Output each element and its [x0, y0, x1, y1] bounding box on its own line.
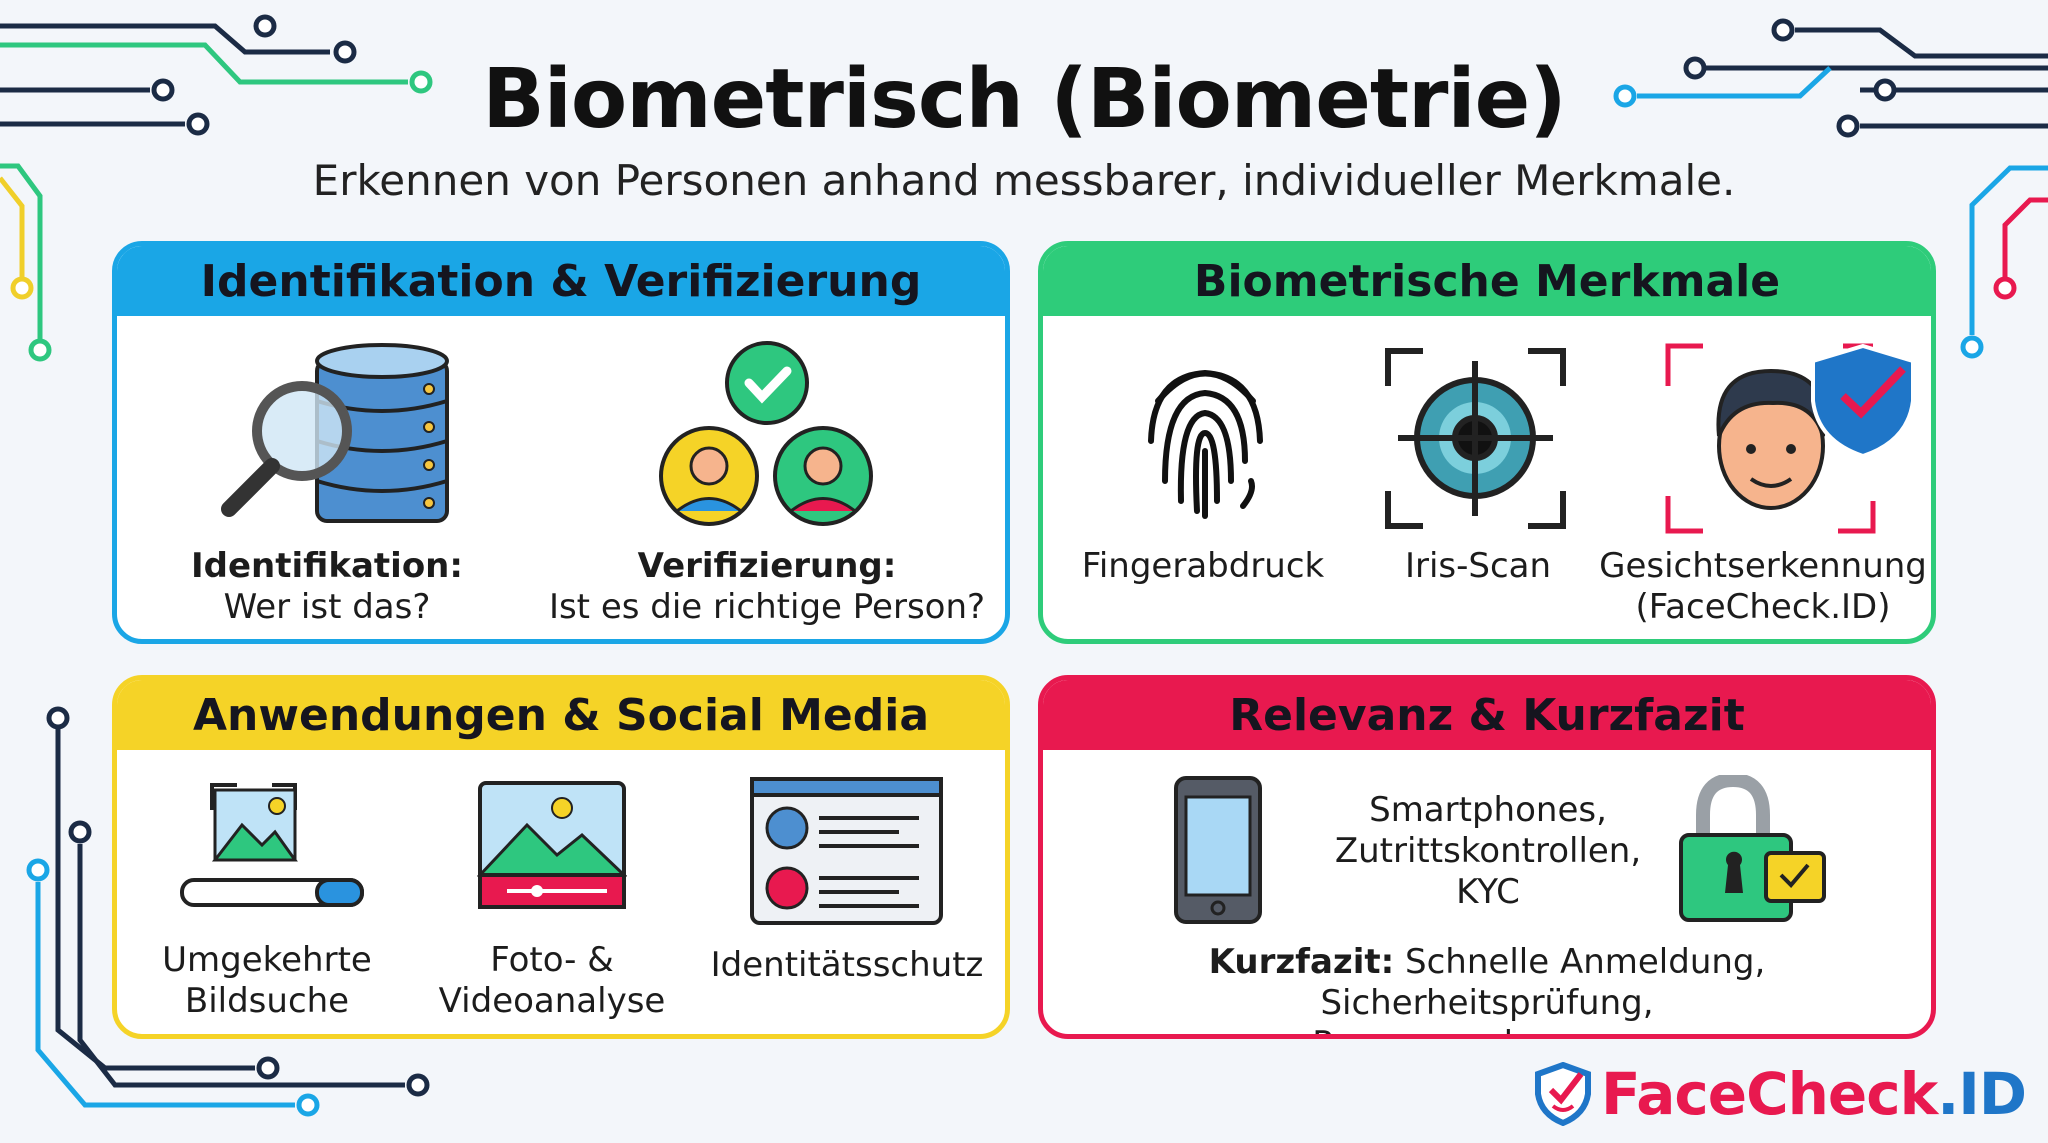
image-search-label: Umgekehrte Bildsuche: [137, 940, 397, 1022]
item-heading: Verifizierung:: [637, 546, 897, 586]
panel-header: Identifikation & Verifizierung: [117, 246, 1005, 316]
summary-line: Schnelle Anmeldung, Sicherheitsprüfung,: [1320, 942, 1766, 1023]
panel-header: Anwendungen & Social Media: [117, 680, 1005, 750]
panel-header: Relevanz & Kurzfazit: [1043, 680, 1931, 750]
padlock-check-icon: [1679, 775, 1826, 922]
use-cases-text: Smartphones, Zutrittskontrollen, KYC: [1303, 790, 1673, 913]
verified-persons-icon: [659, 341, 873, 526]
panel-applications: Anwendungen & Social Media Umgekehrte Bi…: [112, 675, 1010, 1039]
fingerprint-label: Fingerabdruck: [1081, 546, 1325, 586]
facecheck-logo: FaceCheck.ID: [1535, 1060, 2027, 1128]
item-text: Wer ist das?: [223, 587, 431, 627]
panel-header: Biometrische Merkmale: [1043, 246, 1931, 316]
item-heading: Identifikation:: [191, 546, 463, 586]
iris-scan-icon: [1385, 348, 1566, 529]
identity-list-icon: [750, 777, 943, 925]
use-case: KYC: [1456, 872, 1520, 912]
summary-line-2: Personenerkennung.: [1312, 1024, 1662, 1034]
item-text: Ist es die richtige Person?: [548, 587, 986, 627]
use-case: Zutrittskontrollen,: [1334, 831, 1642, 871]
panel-identification: Identifikation & Verifizierung Identifik…: [112, 241, 1010, 644]
page-subtitle: Erkennen von Personen anhand messbarer, …: [312, 156, 1736, 205]
database-search-icon: [221, 343, 449, 523]
identity-protection-label: Identitätsschutz: [710, 945, 984, 985]
video-image-icon: [477, 781, 627, 909]
verification-item: Verifizierung: Ist es die richtige Perso…: [537, 546, 997, 628]
item-label-2: Bildsuche: [184, 981, 350, 1021]
iris-scan-label: Iris-Scan: [1404, 546, 1552, 586]
image-search-icon: [180, 783, 364, 907]
video-analysis-label: Foto- & Videoanalyse: [427, 940, 677, 1022]
face-recognition-label: Gesichtserkennung (FaceCheck.ID): [1593, 546, 1931, 628]
panel-relevance: Relevanz & Kurzfazit Smartphones, Zutrit…: [1038, 675, 1936, 1039]
face-recognition-icon: [1665, 343, 1915, 534]
logo-suffix: .ID: [1937, 1060, 2027, 1128]
summary-text: Kurzfazit: Schnelle Anmeldung, Sicherhei…: [1053, 942, 1921, 1034]
item-label: Gesichtserkennung: [1599, 546, 1927, 586]
shield-icon: [1535, 1062, 1591, 1126]
logo-text: FaceCheck: [1601, 1060, 1938, 1128]
item-label-2: Videoanalyse: [438, 981, 666, 1021]
item-label-2: (FaceCheck.ID): [1635, 587, 1891, 627]
summary-label: Kurzfazit:: [1208, 942, 1395, 982]
page-title: Biometrisch (Biometrie): [482, 52, 1566, 147]
item-label: Umgekehrte: [162, 940, 372, 980]
fingerprint-icon: [1148, 369, 1263, 519]
use-case: Smartphones,: [1369, 790, 1607, 830]
identification-item: Identifikation: Wer ist das?: [147, 546, 507, 628]
smartphone-icon: [1174, 776, 1262, 924]
panel-features: Biometrische Merkmale Fingerabdruck Iris…: [1038, 241, 1936, 644]
item-label: Foto- &: [490, 940, 614, 980]
